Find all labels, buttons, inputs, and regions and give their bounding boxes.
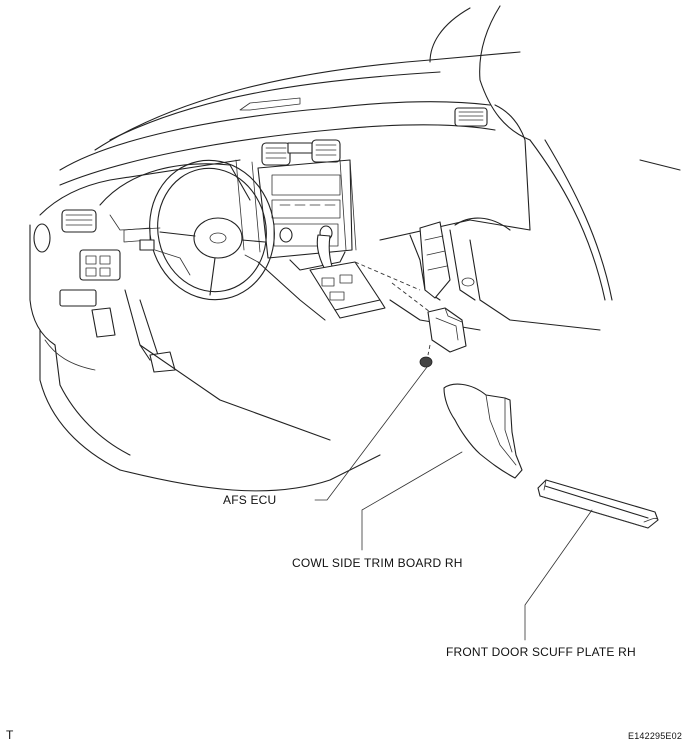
corner-mark: T [6, 728, 14, 742]
label-afs-ecu: AFS ECU [223, 493, 277, 507]
label-front-door-scuff-plate: FRONT DOOR SCUFF PLATE RH [446, 645, 636, 659]
pedals-floor [39, 289, 381, 492]
steering-wheel [139, 159, 275, 301]
figure-id: E142295E02 [628, 731, 683, 741]
scuff-plate-part [537, 479, 659, 529]
dashboard [29, 97, 531, 346]
floor-console [257, 234, 386, 321]
windshield-frame [94, 5, 681, 301]
center-stack [235, 139, 357, 259]
leader-lines [314, 366, 593, 641]
kick-panel-area [389, 217, 601, 331]
label-cowl-side-trim-board: COWL SIDE TRIM BOARD RH [292, 556, 463, 570]
cowl-side-trim-part [443, 383, 523, 479]
afs-ecu-part [354, 261, 467, 368]
